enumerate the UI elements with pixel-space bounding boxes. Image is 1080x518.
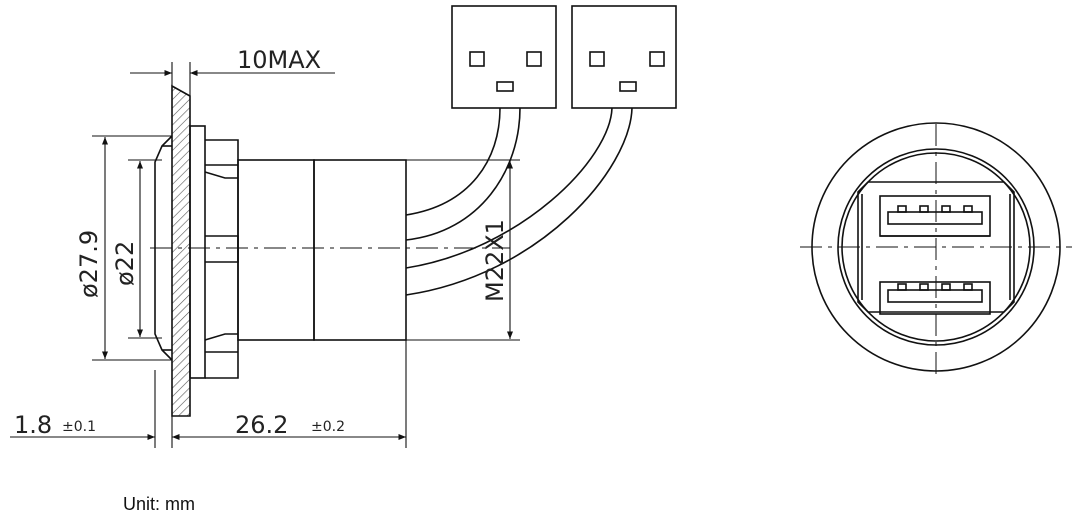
port-housing bbox=[857, 181, 1015, 313]
usb-plug-2 bbox=[571, 5, 677, 109]
dimension-lines bbox=[10, 62, 520, 448]
cable-4 bbox=[405, 107, 633, 296]
usb-plug-1 bbox=[451, 5, 557, 109]
dim-body-tolerance: ±0.2 bbox=[311, 419, 345, 435]
cable-2 bbox=[405, 107, 521, 241]
dim-thread: M22X1 bbox=[481, 219, 509, 302]
lock-nut bbox=[189, 125, 206, 379]
unit-label: Unit: mm bbox=[123, 494, 195, 514]
body-rear bbox=[313, 159, 407, 341]
dim-body-length: 26.2 bbox=[235, 411, 288, 439]
bezel bbox=[154, 135, 173, 361]
dim-outer-diameter: ø27.9 bbox=[75, 230, 103, 298]
outer-ring bbox=[811, 122, 1061, 372]
dim-inner-diameter: ø22 bbox=[111, 241, 139, 286]
dim-flange-tolerance: ±0.1 bbox=[62, 419, 96, 435]
cable-3 bbox=[405, 107, 613, 269]
usb-port-top bbox=[879, 195, 991, 237]
front-view bbox=[800, 122, 1072, 380]
flange bbox=[171, 84, 191, 417]
side-view bbox=[150, 5, 677, 417]
inner-ring bbox=[837, 148, 1035, 346]
body bbox=[237, 159, 315, 341]
usb-port-bottom bbox=[879, 281, 991, 315]
cable-1 bbox=[405, 107, 501, 216]
dim-flange-thickness: 1.8 bbox=[14, 411, 52, 439]
dim-thickness-max: 10MAX bbox=[237, 46, 321, 74]
